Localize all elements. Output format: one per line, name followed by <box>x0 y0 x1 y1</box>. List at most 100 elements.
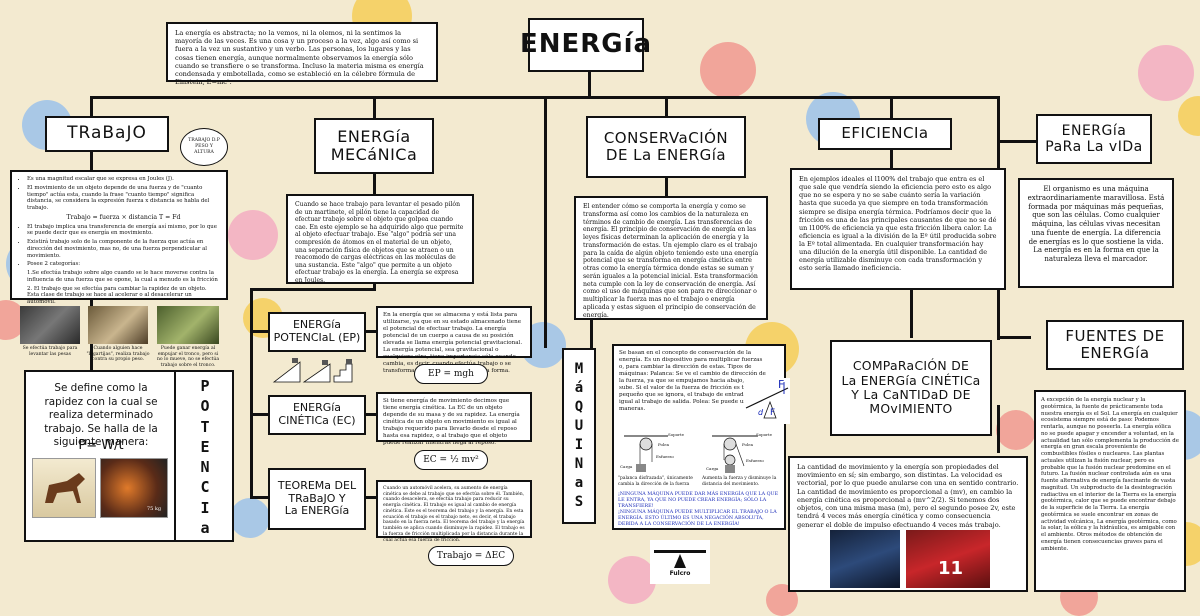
connector-line <box>250 330 268 333</box>
ramps-icon <box>272 358 353 383</box>
connector-line <box>250 288 253 498</box>
pulley-caption-right: Aumenta la fuerza y disminuye la distanc… <box>702 476 777 487</box>
connector-line <box>365 496 377 499</box>
vida-text: El organismo es una máquina extraordinar… <box>1027 185 1165 263</box>
vertical-letter: U <box>574 418 584 435</box>
connector-line <box>997 405 1000 453</box>
trabajo-badge-text: TRABAJO D.P PESO Y ALTURA <box>188 138 220 155</box>
diagram-label: Soporte <box>756 432 773 437</box>
lever-force-diagram: F d F <box>744 378 790 424</box>
jersey-number: 11 <box>938 558 964 579</box>
decor-dot <box>1178 96 1200 136</box>
vida-title: ENERGía PaRa La vIDa <box>1036 114 1152 164</box>
eficiencia-title: EFICIENCIa <box>818 118 952 150</box>
connector-line <box>910 288 913 338</box>
diagram-label: Esfuerzo <box>656 454 674 459</box>
connector-line <box>890 96 893 118</box>
decor-dot <box>228 210 278 260</box>
connector-line <box>997 336 1031 339</box>
connector-line <box>365 413 377 416</box>
connector-line <box>373 282 376 290</box>
maquinas-note: ¡NINGUNA MÁQUINA PUEDE DAR MÁS ENERGÍA Q… <box>618 492 779 509</box>
potencia-photo-caption: 75 kg <box>146 506 162 512</box>
connector-line <box>250 413 268 416</box>
comparacion-title: COMPaRaCIÓN DE La ENERGía CINÉTICa Y La … <box>830 340 992 436</box>
cinetica-formula: EC = ½ mv² <box>414 450 488 470</box>
potencial-formula: EP = mgh <box>414 364 488 384</box>
vertical-letter: a <box>200 518 210 537</box>
connector-line <box>544 96 547 348</box>
weightlifting-photo <box>20 306 80 344</box>
football-player-photo <box>830 530 900 588</box>
main-title-text: ENERGía <box>519 29 653 60</box>
eficiencia-box: En ejemplos ideales el l100% del trabajo… <box>790 168 1006 290</box>
connector-line <box>250 496 268 499</box>
pushups-photo <box>88 306 148 344</box>
decor-dot <box>1138 45 1194 101</box>
potencia-divider <box>174 372 176 540</box>
eficiencia-text: En ejemplos ideales el l100% del trabajo… <box>799 175 997 273</box>
connector-line <box>588 70 591 98</box>
photo-caption: Cuando alguien hace "lagartijas", realiz… <box>86 346 150 362</box>
pulley-caption-left: "palanca disfrazada", únicamente cambia … <box>618 476 693 487</box>
trabajo-bullet: El trabajo implica una transferencia de … <box>27 224 220 238</box>
pulley-icon <box>624 435 758 473</box>
vertical-letter: E <box>200 437 210 456</box>
pushing-log-photo <box>157 306 219 344</box>
decor-dot <box>700 42 756 98</box>
trabajo-bullets: Es una magnitud escalar que se expresa e… <box>18 176 220 306</box>
decor-dot <box>996 410 1036 450</box>
connector-line <box>890 148 893 170</box>
cinetica-box: Si tiene energía de movimiento decimos q… <box>376 392 532 446</box>
teorema-box: Cuando un automóvil acelera, su aumento … <box>376 480 532 543</box>
fuentes-box: A excepción de la energía nuclear y la g… <box>1034 390 1186 592</box>
photo-caption: Puede ganar energía al empujar el tronco… <box>156 346 220 368</box>
comparacion-box: La cantidad de movimiento y la energía s… <box>788 456 1028 592</box>
maquinas-note: ¡NINGUNA MÁQUINA PUEDE MULTIPLICAR EL TR… <box>618 510 777 527</box>
connector-line <box>90 96 93 116</box>
vertical-letter: S <box>574 493 584 510</box>
trabajo-bullet: 2. El trabajo que se efectúa para cambia… <box>27 285 207 306</box>
connector-line <box>997 140 1037 143</box>
trabajo-bullet: Posee 2 categorías: <box>27 261 220 268</box>
connector-line <box>365 330 377 333</box>
vertical-letter: I <box>574 437 584 453</box>
potencial-title: ENERGía POTENCIaL (EP) <box>268 312 366 352</box>
horse-photo <box>32 458 96 518</box>
diagram-label: Polea <box>658 442 669 447</box>
mecanica-box: Cuando se hace trabajo para levantar el … <box>286 194 474 284</box>
vertical-letter: P <box>200 377 210 395</box>
connector-line <box>590 318 593 348</box>
decor-dot <box>230 498 270 538</box>
vertical-letter: Q <box>574 399 584 416</box>
fulcrum-icon <box>654 550 706 568</box>
trabajo-box: Es una magnitud escalar que se expresa e… <box>10 170 228 305</box>
photo-caption: Se efectúa trabajo para levantar las pes… <box>22 346 78 357</box>
teorema-text: Cuando un automóvil acelera, su aumento … <box>383 486 525 543</box>
conservacion-box: El entender cómo se comporta la energía … <box>574 196 768 320</box>
vertical-letter: T <box>200 417 210 436</box>
conservacion-title: CONSERVaCIÓN DE La ENERGía <box>586 116 746 178</box>
fuentes-text: A excepción de la energía nuclear y la g… <box>1041 397 1179 552</box>
vertical-letter: N <box>200 458 210 476</box>
cinetica-title: ENERGía CINÉTICa (EC) <box>268 395 366 435</box>
teorema-title: TEOREMa DEL TRaBaJO Y La ENERGía <box>268 468 366 530</box>
vertical-letter: á <box>574 380 584 397</box>
vertical-letter: a <box>574 474 584 491</box>
potencia-box: Se define como la rapidez con la cual se… <box>24 370 234 542</box>
connector-line <box>373 172 376 194</box>
diagram-label: Carga <box>620 464 633 469</box>
vertical-letter: M <box>574 361 584 378</box>
intro-text: La energía es abstracta; no la vemos, ni… <box>175 29 424 87</box>
diagram-label: Polea <box>742 442 753 447</box>
diagram-label: Esfuerzo <box>746 458 764 463</box>
trabajo-bullet: El movimiento de un objeto depende de un… <box>27 185 220 212</box>
vertical-letter: I <box>200 498 210 517</box>
decor-dot <box>608 556 656 604</box>
fulcro-label: Fulcro <box>669 570 691 577</box>
connector-line <box>665 96 668 116</box>
vertical-letter: O <box>200 397 210 416</box>
connector-line <box>90 150 93 170</box>
motor-photo <box>100 458 168 518</box>
